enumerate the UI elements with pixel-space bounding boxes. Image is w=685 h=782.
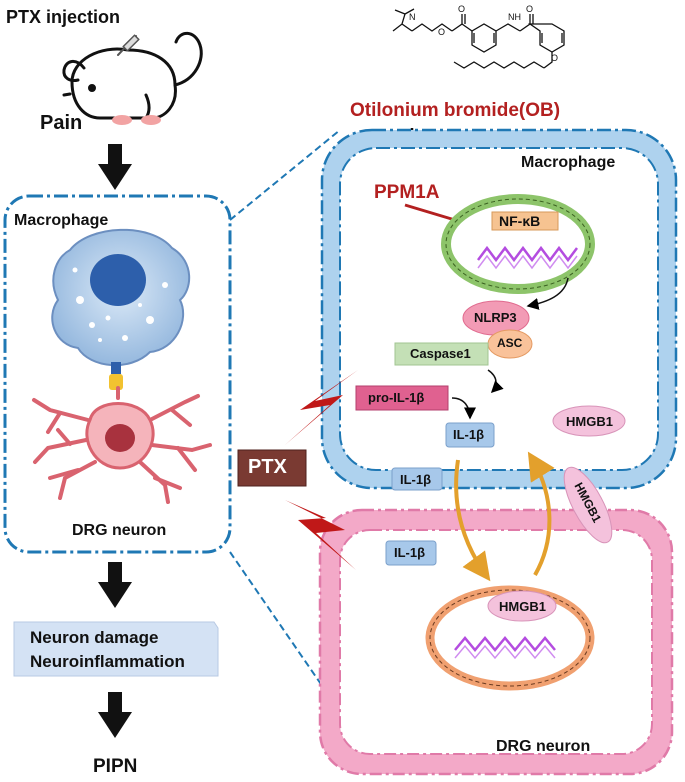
synapse-connector-icon: [109, 362, 123, 390]
outcome-line2: Neuroinflammation: [30, 652, 185, 671]
drg-neuron-label-right: DRG neuron: [496, 738, 591, 755]
mouse-paw-left: [112, 115, 132, 125]
pro-il1b-arrow: [451, 397, 476, 420]
arrow-down-icon: [98, 692, 132, 738]
il1b-to-neuron-arrow: [454, 459, 491, 582]
caspase-arrow: [487, 369, 504, 394]
drug-label: Otilonium bromide(OB): [350, 100, 561, 121]
ptx-badge-label: PTX: [248, 456, 287, 478]
atom-n-label: N: [409, 12, 416, 22]
zoom-line-top: [229, 129, 341, 221]
neuron-cell-icon: [32, 386, 212, 504]
il1b-outside-label: IL-1β: [394, 545, 426, 560]
macrophage-label-left: Macrophage: [14, 212, 109, 229]
ppm1a-label: PPM1A: [374, 182, 440, 203]
zoom-line-bottom: [229, 551, 326, 691]
chemical-atom-labels: N O O NH O O: [409, 4, 558, 63]
drg-neuron-label-left: DRG neuron: [72, 522, 167, 539]
mouse-paw-right: [141, 115, 161, 125]
nfkb-box: [491, 211, 559, 231]
il1b-membrane-label: IL-1β: [400, 472, 432, 487]
il1b-inside-label: IL-1β: [453, 427, 485, 442]
pain-label: Pain: [40, 112, 83, 134]
pro-il1b-box: [355, 385, 449, 411]
pro-il1b-label: pro-IL-1β: [368, 390, 425, 405]
il1b-outside-box: [385, 540, 437, 566]
arrow-down-icon: [98, 562, 132, 608]
hmgb1-inside-label: HMGB1: [566, 414, 613, 429]
atom-o-label: O: [526, 4, 533, 14]
dna-strand-macrophage-2: [477, 254, 578, 270]
dna-strand-neuron: [454, 636, 556, 652]
nfkb-label: NF-κB: [499, 213, 541, 229]
left-panel-frame: [3, 194, 232, 554]
hmgb1-nucleus-label: HMGB1: [499, 599, 546, 614]
outcome-line1: Neuron damage: [30, 628, 159, 647]
macrophage-cell-icon: [51, 228, 191, 366]
outcome-box: [13, 621, 219, 677]
ptx-injection-label: PTX injection: [6, 7, 121, 27]
atom-o-label: O: [458, 4, 465, 14]
il1b-membrane-box: [391, 467, 443, 491]
caspase1-label: Caspase1: [410, 346, 471, 361]
pipn-label: PIPN: [93, 756, 138, 777]
atom-o-label: O: [551, 53, 558, 63]
nucleus-to-nlrp3-arrow: [526, 277, 569, 310]
dna-strand-neuron-2: [454, 644, 556, 660]
hmgb1-membrane-shape: [563, 466, 613, 544]
caspase1-box: [394, 342, 489, 366]
hmgb1-nucleus-shape: [487, 590, 557, 622]
ptx-badge: [237, 449, 307, 487]
mouse-illustration: [62, 31, 203, 120]
atom-o-label: O: [438, 27, 445, 37]
dna-strand-macrophage: [477, 245, 578, 263]
hmgb1-inside-shape: [552, 405, 626, 437]
neuron-nucleus-outline: [429, 589, 591, 687]
nlrp3-label: NLRP3: [474, 310, 517, 325]
nucleus-outline: [445, 198, 591, 290]
arrow-down-icon: [98, 144, 132, 190]
hmgb1-to-macrophage-arrow: [527, 451, 555, 576]
atom-nh-label: NH: [508, 12, 521, 22]
il1b-inside-box: [445, 422, 495, 448]
asc-label: ASC: [497, 336, 523, 350]
chemical-structure-icon: [392, 8, 565, 69]
neuron-nucleus: [105, 424, 135, 452]
macrophage-label-right: Macrophage: [521, 154, 616, 171]
